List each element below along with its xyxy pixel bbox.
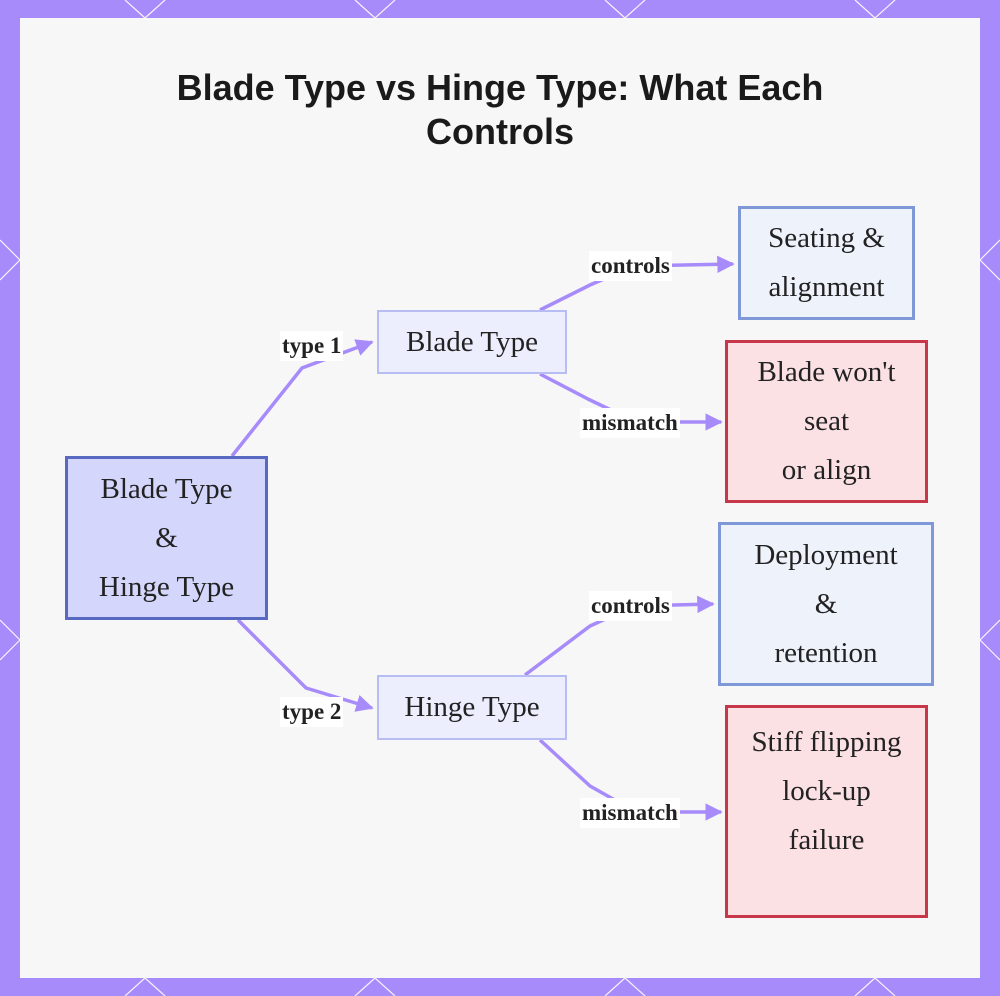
node-blade-type[interactable]: Blade Type <box>377 310 567 374</box>
diagram-title: Blade Type vs Hinge Type: What Each Cont… <box>176 67 824 152</box>
edge-label-blade-controls: controls <box>589 251 672 281</box>
node-hinge-controls[interactable]: Deployment & retention <box>718 522 934 686</box>
edge-root-blade <box>230 339 374 458</box>
node-blade-mismatch[interactable]: Blade won't seat or align <box>725 340 928 503</box>
edge-label-hinge-controls: controls <box>589 591 672 621</box>
node-root[interactable]: Blade Type & Hinge Type <box>65 456 268 620</box>
node-hinge-type[interactable]: Hinge Type <box>377 675 567 740</box>
node-blade-controls[interactable]: Seating & alignment <box>738 206 915 320</box>
edge-label-type2: type 2 <box>280 697 344 727</box>
edge-label-type1: type 1 <box>280 331 344 361</box>
edge-root-hinge <box>236 618 374 712</box>
node-hinge-mismatch[interactable]: Stiff flipping lock-up failure <box>725 705 928 918</box>
edge-label-hinge-mismatch: mismatch <box>580 798 680 828</box>
edge-label-blade-mismatch: mismatch <box>580 408 680 438</box>
